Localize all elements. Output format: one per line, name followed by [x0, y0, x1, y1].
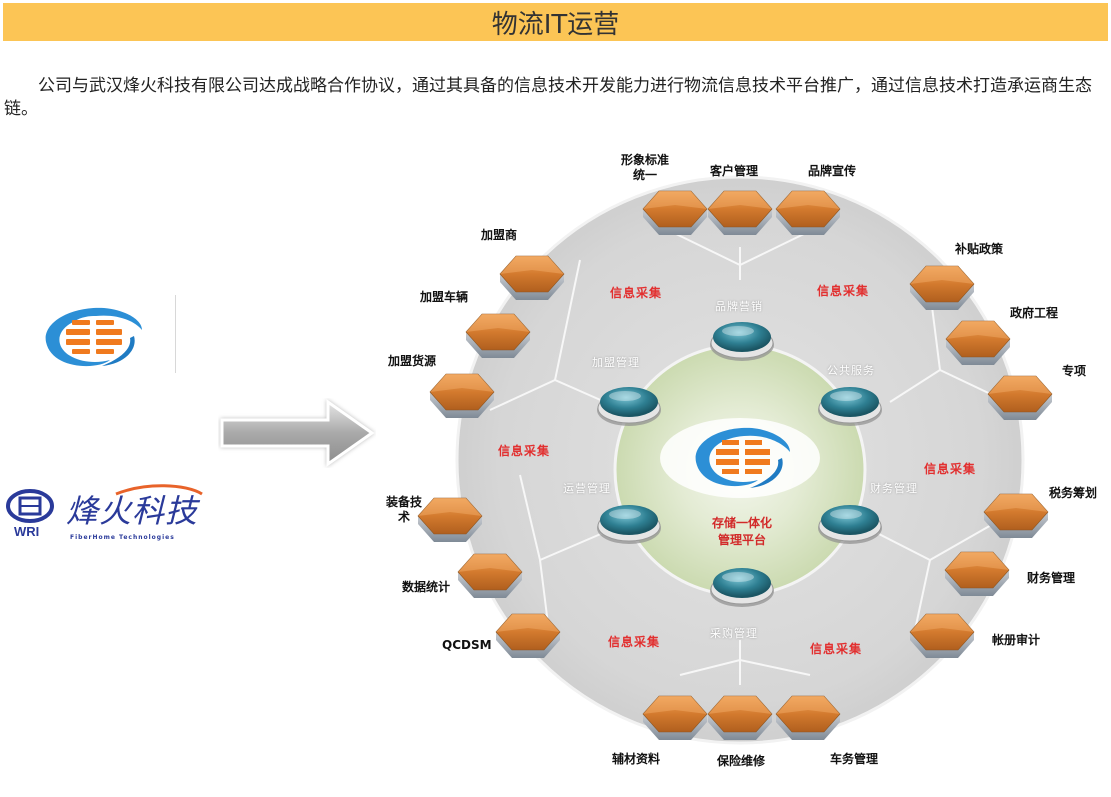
sector-label: 信息采集 [608, 635, 661, 649]
outer-node-label-image-standard: 形象标准 统一 [617, 153, 673, 183]
outer-node-label-tax-planning: 税务筹划 [1049, 486, 1098, 500]
outer-node-label-franchisee: 加盟商 [481, 228, 518, 242]
inner-node-label-public-service: 公共服务 [827, 364, 875, 377]
outer-node-label-audit: 帐册审计 [992, 633, 1041, 647]
center-title-line1: 存储一体化 [711, 516, 772, 530]
fiberhome-name-en: FiberHome Technologies [70, 534, 175, 541]
outer-node-label-franchise-cargo: 加盟货源 [388, 354, 437, 368]
outer-node-label-subsidy-policy: 补贴政策 [955, 242, 1004, 256]
outer-node-label-line: 形象标准 [620, 153, 669, 167]
fiberhome-name-cn: 烽火科技 [66, 492, 199, 530]
sector-label: 信息采集 [817, 284, 870, 298]
inner-node-label-purchase-mgmt: 采购管理 [710, 627, 758, 640]
page-title: 物流IT运营 [491, 9, 620, 40]
page-header: 物流IT运营 [3, 3, 1108, 41]
right-arrow-icon [218, 398, 376, 468]
sector-label: 信息采集 [924, 462, 977, 476]
outer-node-label-special: 专项 [1062, 364, 1087, 378]
outer-node-label-line: 统一 [632, 168, 657, 182]
sector-label: 信息采集 [498, 444, 551, 458]
sector-label: 信息采集 [610, 286, 663, 300]
inner-node-label-finance-mgmt: 财务管理 [870, 482, 918, 495]
sector-label: 信息采集 [810, 642, 863, 656]
outer-node-label-equipment-tech: 装备技 术 [382, 495, 426, 525]
platform-ecosystem-diagram: 存储一体化 管理平台 品牌营销 公共服务 财务管理 采购管理 运营管理 加盟管理… [380, 140, 1111, 797]
outer-node-label-customer-mgmt: 客户管理 [710, 164, 759, 178]
inner-node-label-operation-mgmt: 运营管理 [563, 482, 611, 495]
outer-node-label-qcdsm: QCDSM [442, 638, 492, 652]
outer-node-label-finance-mgmt: 财务管理 [1027, 571, 1076, 585]
outer-node-label-vehicle-mgmt: 车务管理 [830, 752, 879, 766]
center-platform-title: 存储一体化 管理平台 [702, 515, 782, 549]
center-globe-logo-icon [695, 427, 790, 488]
logo-divider [175, 295, 176, 373]
outer-node-label-line: 术 [397, 510, 410, 524]
wri-badge-text: WRI [14, 524, 40, 539]
inner-node-label-franchise-mgmt: 加盟管理 [592, 356, 640, 369]
outer-node-label-franchise-vehicle: 加盟车辆 [420, 290, 469, 304]
outer-node-label-brand-promo: 品牌宣传 [808, 164, 857, 178]
center-title-line2: 管理平台 [717, 533, 766, 547]
intro-paragraph: 公司与武汉烽火科技有限公司达成战略合作协议，通过其具备的信息技术开发能力进行物流… [4, 76, 1092, 119]
outer-node-label-data-stats: 数据统计 [402, 580, 451, 594]
fiberhome-logo: WRI 烽火科技 FiberHome Technologies [6, 482, 206, 548]
company-globe-logo-icon [38, 300, 150, 372]
inner-node-label-brand-marketing: 品牌营销 [715, 300, 763, 313]
outer-node-label-gov-project: 政府工程 [1010, 306, 1059, 320]
outer-node-label-materials: 辅材资料 [612, 752, 661, 766]
outer-node-label-line: 装备技 [385, 495, 422, 509]
outer-node-label-insurance-repair: 保险维修 [717, 754, 766, 768]
